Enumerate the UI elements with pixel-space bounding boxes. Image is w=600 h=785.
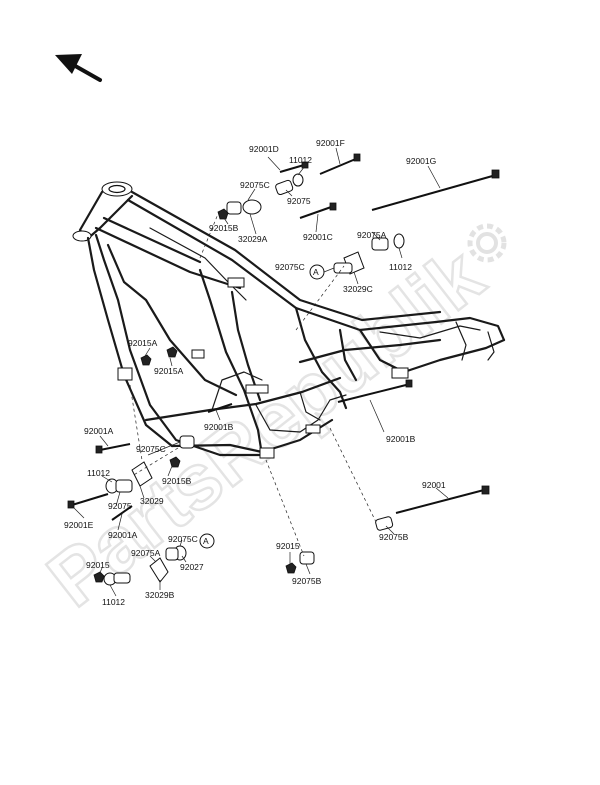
part-label: 92001D <box>249 144 279 154</box>
part-label: 92001E <box>64 520 94 530</box>
part-label: 92015B <box>209 223 239 233</box>
part-label: 11012 <box>389 262 412 272</box>
callout-a-bottom: A <box>203 536 209 546</box>
part-label: 92001G <box>406 156 436 166</box>
part-label: 92015 <box>86 560 110 570</box>
part-label: 92001A <box>108 530 138 540</box>
part-label: 92001C <box>303 232 333 242</box>
part-label: 32029A <box>238 234 268 244</box>
part-label: 32029 <box>140 496 164 506</box>
part-label: 92075A <box>131 548 161 558</box>
part-labels: 92001D 92001F 11012 92075C 92075 92015B … <box>64 138 446 607</box>
part-label: 32029B <box>145 590 175 600</box>
part-label: 92075C <box>168 534 198 544</box>
part-label: 92015 <box>276 541 300 551</box>
part-label: 92015B <box>162 476 192 486</box>
part-label: 11012 <box>102 597 125 607</box>
part-label: 92001A <box>84 426 114 436</box>
part-label: 92001B <box>386 434 416 444</box>
part-label: 32029C <box>343 284 373 294</box>
front-direction-arrow-icon <box>55 54 102 82</box>
part-label: 92075C <box>275 262 305 272</box>
callout-a-top: A <box>313 267 319 277</box>
part-label: 92075A <box>357 230 387 240</box>
part-label: 92015A <box>154 366 184 376</box>
part-label: 92027 <box>180 562 204 572</box>
part-label: 92001 <box>422 480 446 490</box>
part-label: 92075 <box>108 501 132 511</box>
part-graphics <box>67 153 500 586</box>
part-label: 92075C <box>240 180 270 190</box>
part-label: 92001B <box>204 422 234 432</box>
part-label: 92075B <box>379 532 409 542</box>
part-label: 92075C <box>136 444 166 454</box>
part-label: 92001F <box>316 138 345 148</box>
callout-letter: A <box>313 267 319 277</box>
part-label: 92015A <box>128 338 158 348</box>
gear-icon <box>467 223 507 263</box>
part-label: 11012 <box>289 155 312 165</box>
callout-letter: A <box>203 536 209 546</box>
part-label: 11012 <box>87 468 110 478</box>
part-label: 92075 <box>287 196 311 206</box>
part-label: 92075B <box>292 576 322 586</box>
motorcycle-frame <box>72 181 506 459</box>
leader-lines <box>73 147 449 597</box>
